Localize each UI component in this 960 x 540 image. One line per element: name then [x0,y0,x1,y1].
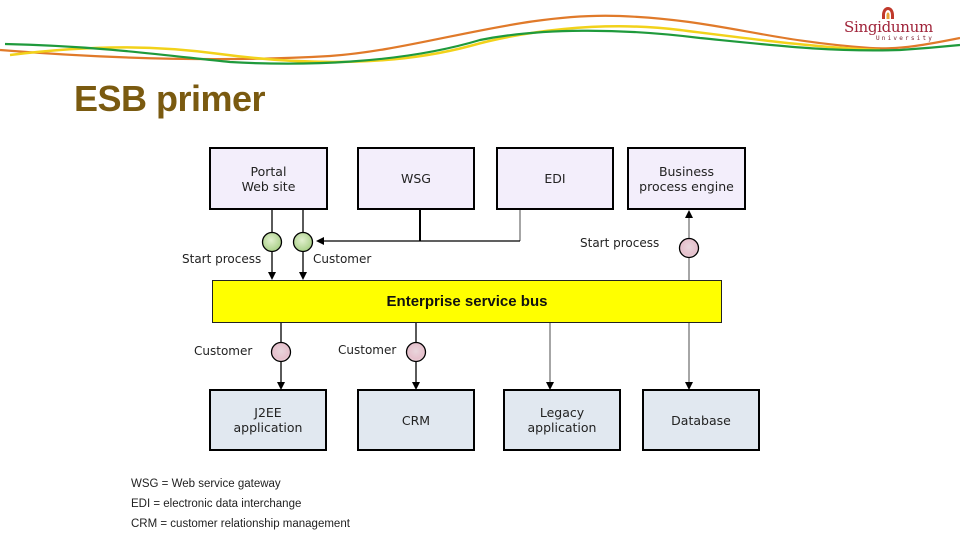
node-outbound-bpe-start-process[interactable] [678,237,700,259]
box-edi[interactable]: EDI [496,147,614,210]
box-crm[interactable]: CRM [357,389,475,451]
arrowhead [277,382,285,390]
header-decoration-waves [0,14,960,65]
arrowhead [316,237,324,245]
label-portal-customer: Customer [313,252,372,266]
arrowhead [685,210,693,218]
slide-title: ESB primer [74,78,266,119]
legend-item-wsg: WSG = Web service gateway [131,478,281,490]
wave-green [4,29,960,65]
arrowhead [268,272,276,280]
box-database[interactable]: Database [642,389,760,451]
legend-item-edi: EDI = electronic data interchange [131,498,302,510]
box-business-process-engine[interactable]: Business process engine [627,147,746,210]
box-wsg[interactable]: WSG [357,147,475,210]
university-logo: Singidunum University [838,6,938,46]
node-outbound-crm-customer[interactable] [405,341,427,363]
node-outbound-j2ee-customer[interactable] [270,341,292,363]
label-j2ee-customer: Customer [194,344,253,358]
arrowhead [299,272,307,280]
legend: WSG = Web service gateway EDI = electron… [131,474,350,534]
logo-emblem-icon [882,7,894,19]
label-bpe-start-process: Start process [580,236,660,250]
box-j2ee-application[interactable]: J2EE application [209,389,327,451]
arrowhead [546,382,554,390]
label-crm-customer: Customer [338,343,397,357]
box-legacy-application[interactable]: Legacy application [503,389,621,451]
box-portal-web-site[interactable]: Portal Web site [209,147,328,210]
legend-item-crm: CRM = customer relationship management [131,518,350,530]
node-inbound-customer[interactable] [292,231,314,253]
logo-name: Singidunum [844,18,933,36]
wave-yellow [9,25,881,64]
arrowhead [412,382,420,390]
label-portal-start-process: Start process [182,252,262,266]
arrowhead [685,382,693,390]
wave-orange [0,14,960,61]
enterprise-service-bus[interactable]: Enterprise service bus [212,280,722,323]
node-inbound-start-process[interactable] [261,231,283,253]
logo-subtitle: University [876,35,935,42]
